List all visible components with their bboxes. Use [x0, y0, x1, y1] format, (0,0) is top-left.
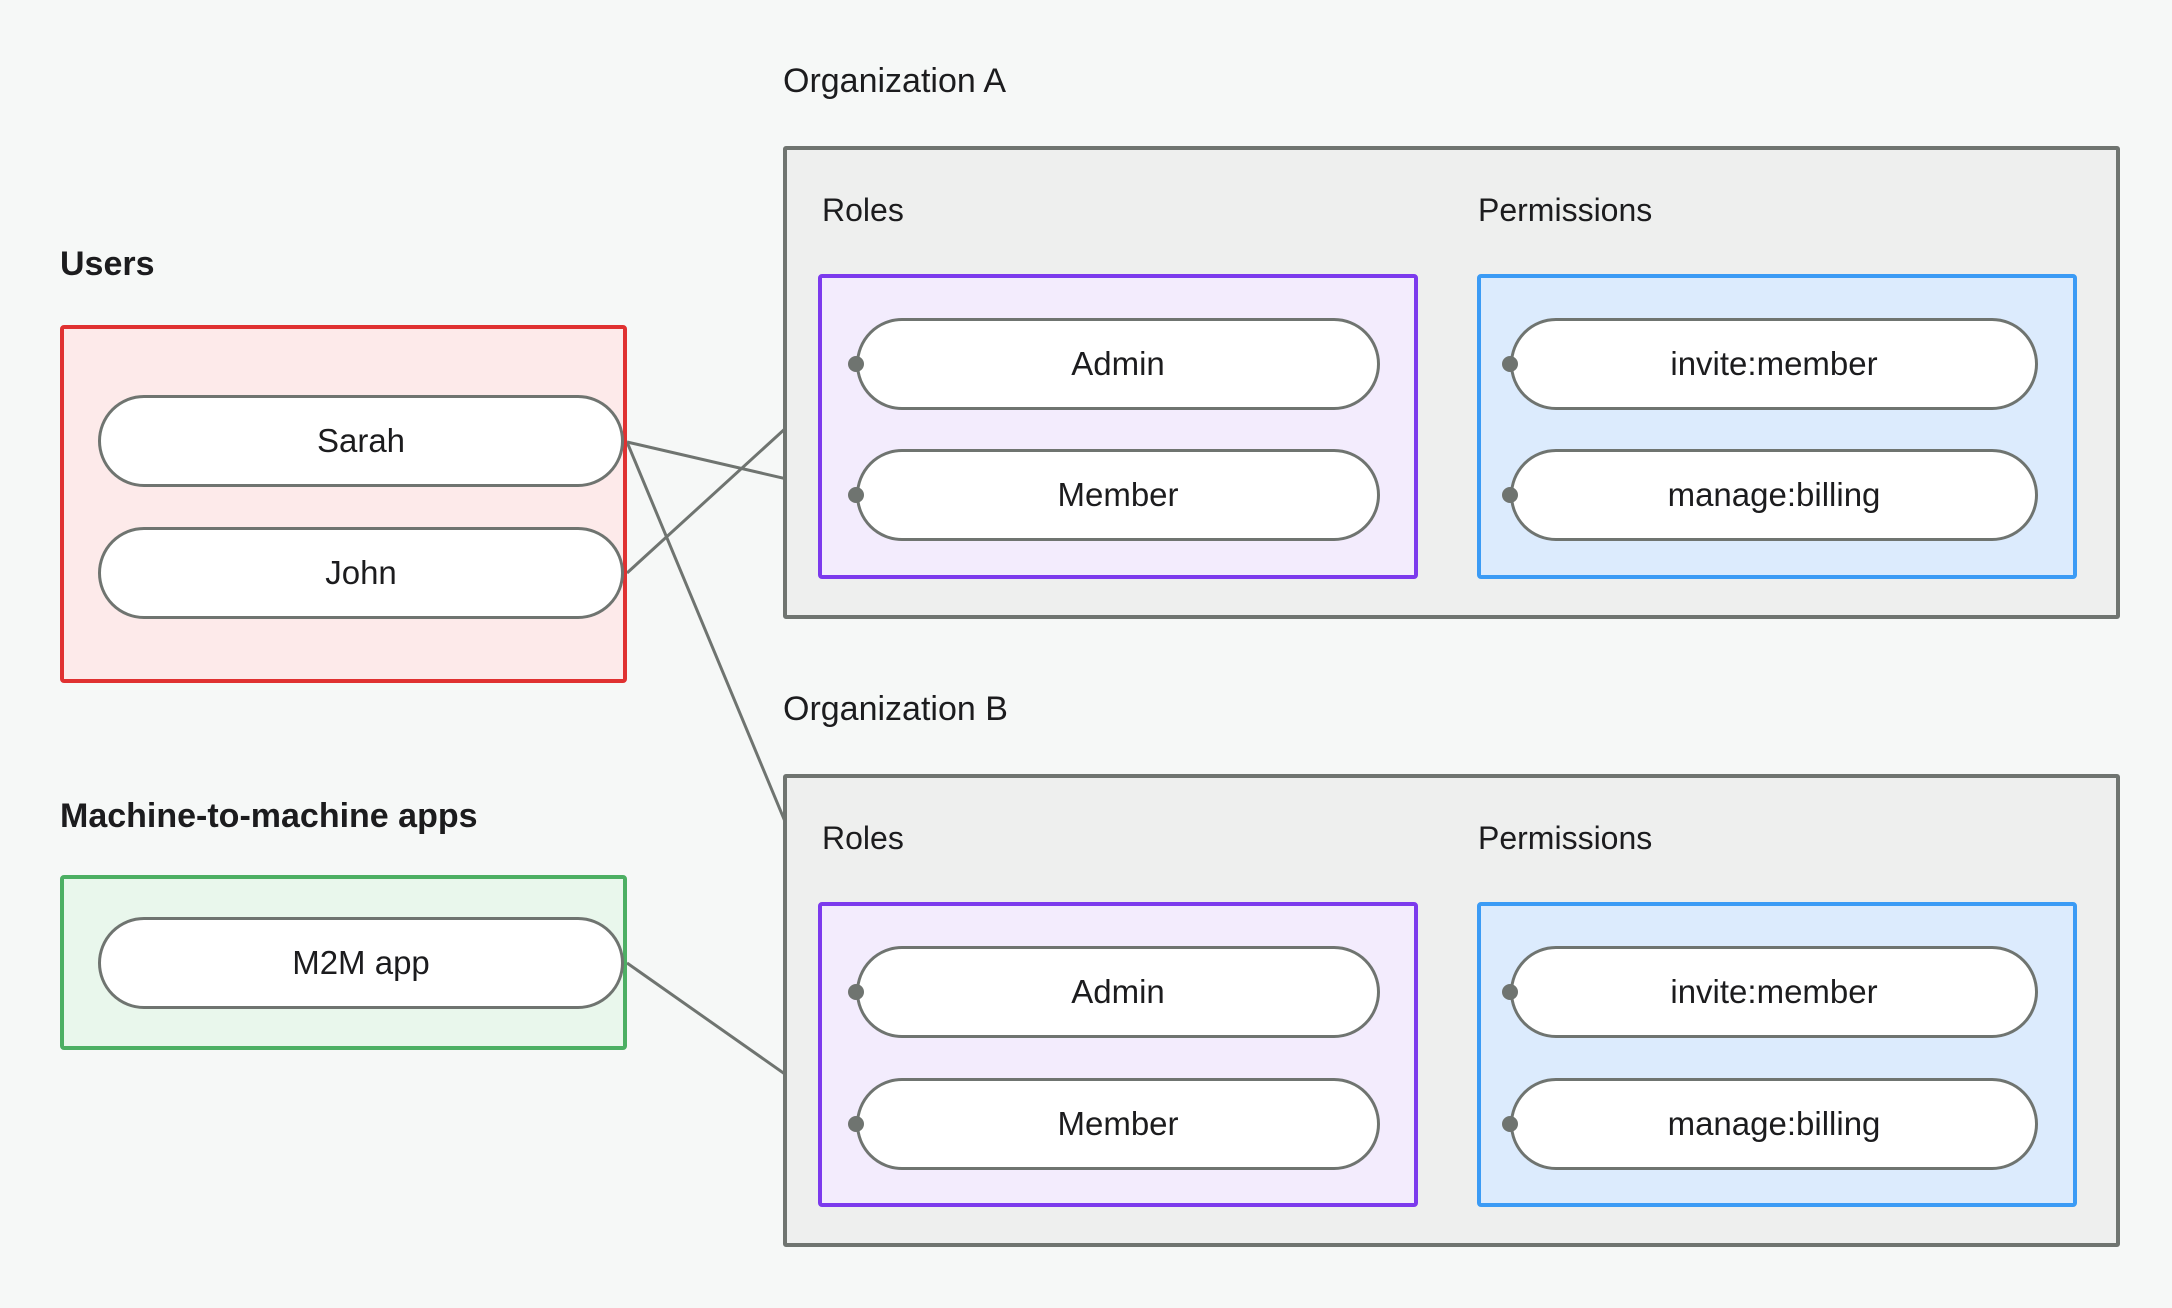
node-org-a-invite-member[interactable]: invite:member	[1510, 318, 2038, 410]
connector-dot-org-a-member-left	[848, 487, 864, 503]
connector-dot-org-b-billing-left	[1502, 1116, 1518, 1132]
org-b-permissions-title: Permissions	[1478, 820, 1653, 856]
node-org-a-manage-billing[interactable]: manage:billing	[1510, 449, 2038, 541]
connector-dot-org-b-admin-left	[848, 984, 864, 1000]
org-a-title: Organization A	[783, 62, 1007, 100]
node-org-b-manage-billing[interactable]: manage:billing	[1510, 1078, 2038, 1170]
connector-dot-org-a-billing-left	[1502, 487, 1518, 503]
node-sarah[interactable]: Sarah	[98, 395, 624, 487]
connector-dot-org-b-member-left	[848, 1116, 864, 1132]
org-a-permissions-title: Permissions	[1478, 192, 1653, 228]
org-b-roles-title: Roles	[822, 820, 904, 856]
node-m2m-app[interactable]: M2M app	[98, 917, 624, 1009]
m2m-group-title: Machine-to-machine apps	[60, 797, 478, 835]
node-org-a-admin[interactable]: Admin	[856, 318, 1380, 410]
node-org-b-admin[interactable]: Admin	[856, 946, 1380, 1038]
node-john[interactable]: John	[98, 527, 624, 619]
node-org-b-invite-member[interactable]: invite:member	[1510, 946, 2038, 1038]
users-group-box	[60, 325, 627, 683]
connector-dot-org-b-invite-left	[1502, 984, 1518, 1000]
connector-dot-org-a-admin-left	[848, 356, 864, 372]
org-a-roles-title: Roles	[822, 192, 904, 228]
node-org-b-member[interactable]: Member	[856, 1078, 1380, 1170]
connector-dot-org-a-invite-left	[1502, 356, 1518, 372]
users-group-title: Users	[60, 245, 155, 283]
node-org-a-member[interactable]: Member	[856, 449, 1380, 541]
org-b-title: Organization B	[783, 690, 1008, 728]
